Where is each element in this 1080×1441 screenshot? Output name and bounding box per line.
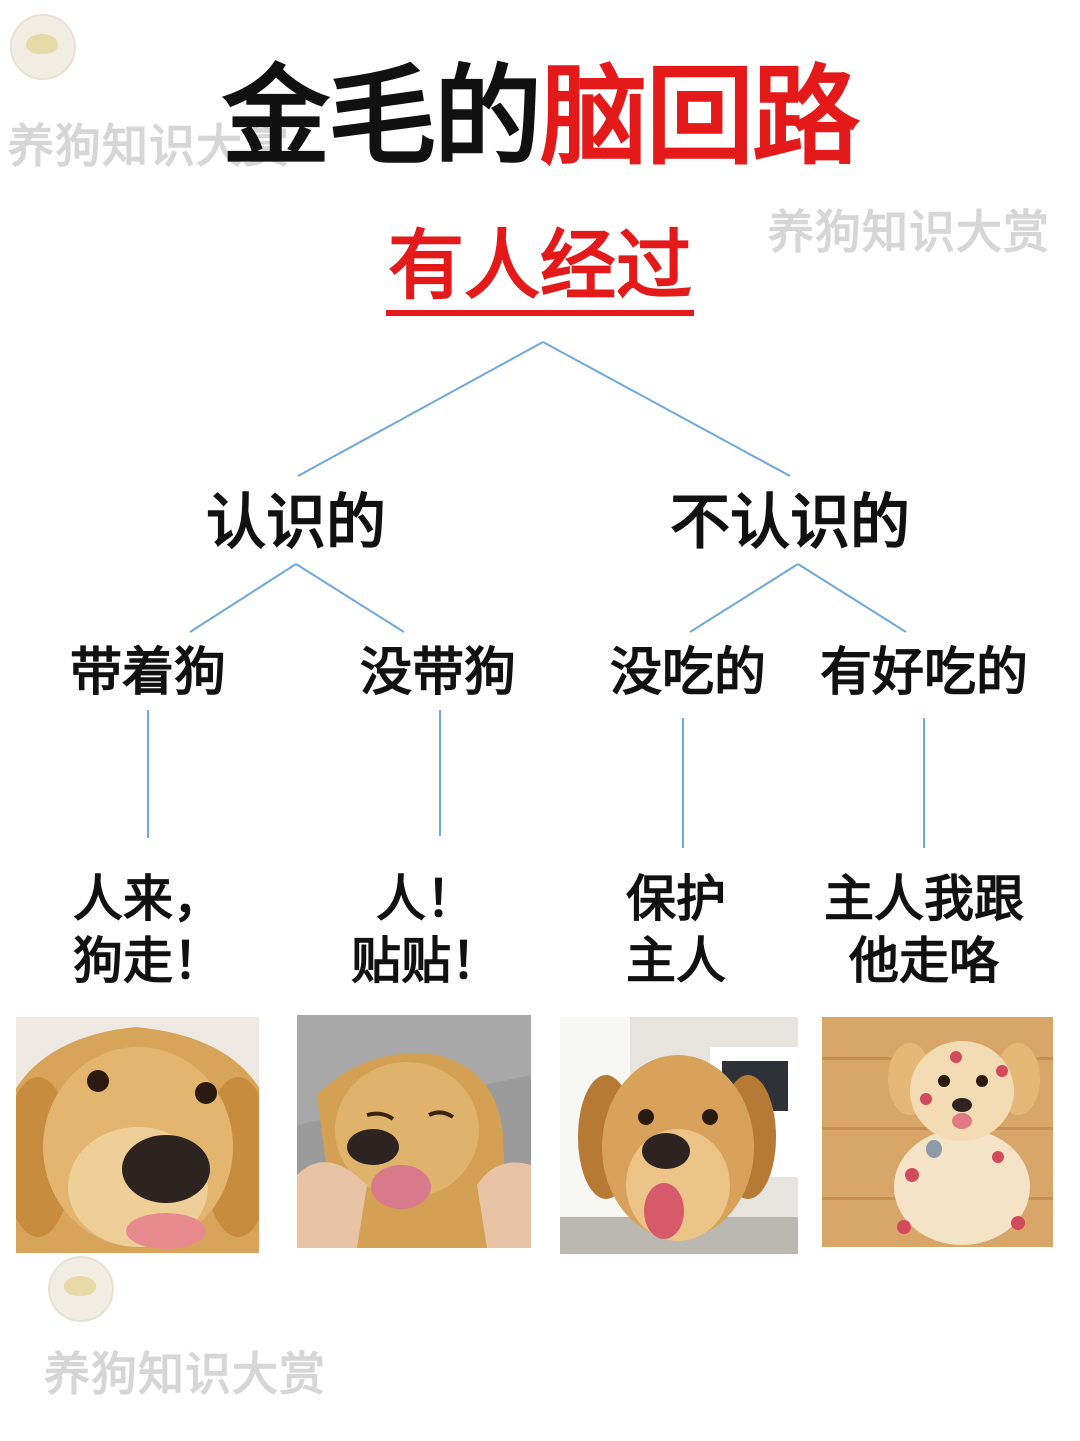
watermark-text: 养狗知识大赏	[8, 119, 290, 173]
result-4: 主人我跟 他走咯	[794, 868, 1054, 992]
watermark-logo-icon	[48, 1256, 114, 1322]
result-3-line-2: 主人	[626, 932, 726, 990]
node-with-dog: 带着狗	[69, 643, 226, 703]
result-2-line-1: 人！	[376, 870, 476, 928]
node-has-food: 有好吃的	[819, 643, 1028, 703]
watermark-text: 养狗知识大赏	[44, 1347, 326, 1401]
node-without-dog: 没带狗	[359, 643, 516, 703]
result-3-line-1: 保护	[626, 870, 726, 928]
result-2: 人！ 贴贴！	[296, 868, 556, 992]
branch-known: 认识的	[206, 488, 386, 558]
dog-photo-2	[297, 1015, 531, 1248]
result-3: 保护 主人	[546, 868, 806, 992]
result-4-line-1: 主人我跟	[824, 870, 1024, 928]
branch-unknown: 不认识的	[670, 488, 910, 558]
title-part-1: 金毛的	[221, 55, 542, 180]
result-4-line-2: 他走咯	[849, 932, 999, 990]
dog-photo-1	[16, 1017, 259, 1253]
dog-photo-4	[822, 1017, 1053, 1247]
result-1-line-2: 狗走！	[73, 932, 223, 990]
root-node-label: 有人经过	[386, 221, 694, 316]
node-no-food: 没吃的	[609, 643, 766, 703]
dog-photo-3	[560, 1017, 798, 1254]
connector-root-right	[542, 341, 791, 477]
watermark-logo-icon	[10, 14, 76, 80]
result-2-line-2: 贴贴！	[351, 932, 501, 990]
result-1-line-1: 人来，	[73, 870, 223, 928]
connector-left-1	[189, 563, 297, 633]
connector-right-2	[797, 563, 907, 633]
root-node: 有人经过	[0, 221, 1080, 316]
connector-root-left	[297, 341, 544, 477]
watermark-text: 养狗知识大赏	[768, 205, 1050, 259]
connector-right-1	[689, 563, 799, 633]
result-1: 人来， 狗走！	[18, 868, 278, 992]
title-part-2: 脑回路	[540, 55, 860, 180]
page-title: 金毛的脑回路	[0, 58, 1080, 178]
connector-left-2	[295, 563, 405, 633]
